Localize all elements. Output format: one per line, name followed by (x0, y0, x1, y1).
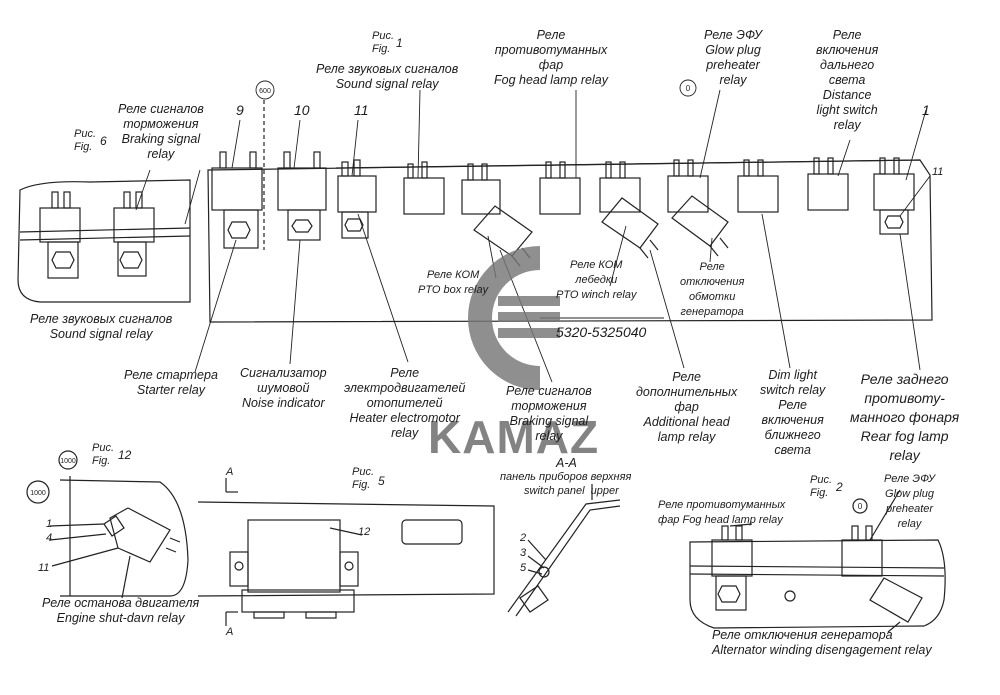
label-sound-signal-top: Реле звуковых сигналов Sound signal rela… (316, 62, 459, 91)
relay-pto-winch-base (599, 161, 641, 213)
pos-11-fig12: 11 (38, 562, 50, 574)
pos-5-aa: 5 (520, 562, 527, 574)
fig2-num: 2 (836, 480, 843, 494)
relay-glow-plug (667, 159, 709, 213)
relay-dim-light (737, 159, 779, 213)
fig1-en: Fig. (372, 43, 391, 55)
pos-12: 12 (358, 526, 371, 538)
label-additional-head: Реле дополнительных фар Additional head … (636, 370, 738, 444)
label-pto-winch: Реле КОМ лебедки PTO winch relay (556, 259, 637, 301)
relay-fig6-b (113, 191, 155, 277)
fig5-num: 5 (378, 474, 385, 488)
part-number: 5320-5325040 (556, 324, 647, 340)
section-mark-a-top: А (226, 466, 234, 478)
label-heater: Реле электродвигателей отопителей Heater… (344, 366, 466, 440)
pos-11-right: 11 (932, 166, 944, 178)
ref-0-fig2: 0 (858, 502, 863, 511)
pos-10: 10 (294, 102, 310, 118)
fig12-num: 12 (118, 448, 132, 462)
label-distance-light: Реле включения дальнего света Distance l… (816, 28, 879, 132)
section-aa (507, 484, 621, 617)
relay-rear-fog (873, 157, 915, 235)
label-glow-plug-top: Реле ЭФУ Glow plug preheater relay (704, 28, 762, 87)
pos-11-top: 11 (354, 102, 369, 118)
pos-3-aa: 3 (520, 547, 527, 559)
label-braking-fig6: Реле сигналов торможения Braking signal … (118, 102, 204, 161)
relay-10-noise (277, 151, 327, 241)
label-alt-off-ru: Реле отключения обмотки генератора (680, 261, 745, 318)
label-pto-box: Реле КОМ PTO box relay (418, 269, 489, 296)
pos-4-fig12: 4 (46, 532, 53, 544)
label-sound-signal-fig6: Реле звуковых сигналов Sound signal rela… (30, 312, 173, 341)
ref-1000-b: 1000 (30, 490, 46, 497)
label-rear-fog: Реле заднего противоту- манного фонаря R… (850, 371, 960, 463)
label-section-aa: А-А (556, 456, 577, 470)
label-noise: Сигнализатор шумовой Noise indicator (240, 366, 327, 410)
fig6-en: Fig. (74, 141, 93, 153)
relay-9-starter (211, 151, 263, 249)
ref-600: 600 (259, 88, 271, 95)
fig1-ru: Рис. (372, 30, 395, 42)
fig1-num: 1 (396, 36, 403, 50)
kamaz-watermark-text: KAMAZ (428, 411, 600, 463)
main-relay-panel (207, 100, 933, 323)
kamaz-logo-watermark (468, 246, 560, 390)
fig5-panel (197, 478, 495, 626)
fig12-en: Fig. (92, 455, 111, 467)
pos-2-aa: 2 (520, 532, 527, 544)
pos-9: 9 (236, 102, 244, 118)
leader-lines (135, 79, 931, 383)
fig5-en: Fig. (352, 479, 371, 491)
relay-sound-signal (403, 161, 445, 215)
label-alt-winding: Реле отключения генератора Alternator wi… (712, 628, 932, 657)
fig2-en: Fig. (810, 487, 829, 499)
relay-pto-box-base (461, 163, 501, 215)
label-braking-center: Реле сигналов торможения Braking signal … (506, 384, 592, 443)
relay-pto-winch (601, 197, 659, 259)
relay-distance-light (807, 157, 849, 211)
fig6-ru: Рис. (74, 128, 97, 140)
relay-11-heater (337, 159, 377, 239)
relay-fog-head (539, 161, 581, 215)
relay-fig6-a (39, 191, 81, 279)
section-mark-a-bottom: А (226, 626, 234, 638)
ref-0-top: 0 (686, 84, 691, 93)
label-engine-shutdown: Реле останова двигателя Engine shut-davn… (42, 596, 200, 625)
label-glow-fig2: Реле ЭФУ Glow plug preheater relay (884, 473, 936, 530)
ref-1000-a: 1000 (60, 458, 76, 465)
pos-1-top: 1 (922, 102, 930, 118)
fig12-panel (26, 450, 189, 599)
label-dim-light: Dim light switch relay Реле включения бл… (760, 368, 826, 457)
label-panel-en: switch panel upper (524, 485, 619, 497)
label-fog-head-top: Реле противотуманных фар Fog head lamp r… (494, 28, 608, 87)
label-panel-ru: панель приборов верхняя (500, 471, 632, 483)
pos-1-fig12: 1 (46, 518, 53, 530)
fig2-panel (689, 489, 946, 633)
fig6-num: 6 (100, 134, 107, 148)
fig12-ru: Рис. (92, 442, 115, 454)
fig2-ru: Рис. (810, 474, 833, 486)
fig5-ru: Рис. (352, 466, 375, 478)
relay-alt-winding (671, 195, 729, 257)
fig6-panel (17, 179, 191, 303)
label-fog-fig2: Реле противотуманных фар Fog head lamp r… (658, 499, 786, 526)
label-starter: Реле стартера Starter relay (124, 368, 218, 397)
